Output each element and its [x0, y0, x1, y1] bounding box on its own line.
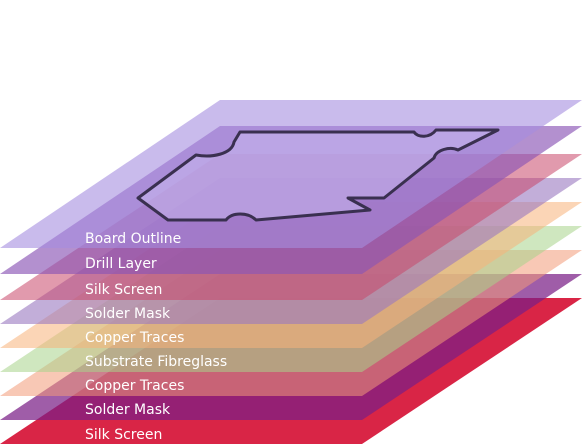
label-board-outline: Board Outline: [85, 231, 181, 247]
label-solder-mask-top: Solder Mask: [85, 306, 171, 322]
layer-board-outline: Board Outline: [0, 100, 582, 248]
label-substrate-fibreglass: Substrate Fibreglass: [85, 354, 227, 370]
board-outline-shape: [136, 128, 500, 222]
label-silk-screen-bottom: Silk Screen: [85, 427, 162, 443]
label-solder-mask-bottom: Solder Mask: [85, 402, 171, 418]
label-copper-traces-top: Copper Traces: [85, 330, 184, 346]
label-silk-screen-top: Silk Screen: [85, 282, 162, 298]
label-copper-traces-bottom: Copper Traces: [85, 378, 184, 394]
label-drill-layer: Drill Layer: [85, 256, 157, 272]
